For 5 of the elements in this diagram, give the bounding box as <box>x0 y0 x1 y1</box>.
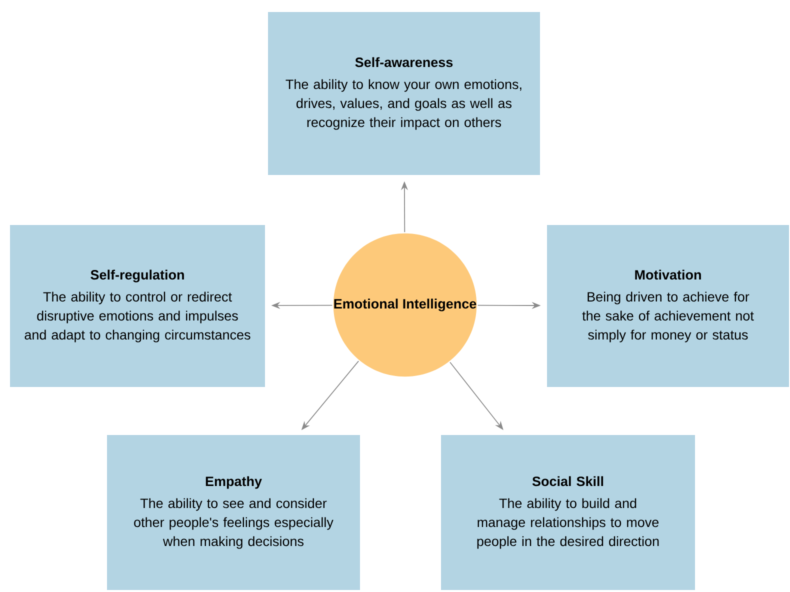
text-box: Social Skill The ability to build and manage relationships to move people in the desired direction <box>441 435 695 590</box>
text-box: Self-awareness The ability to know your own emotions, drives, values, and goals as well as recognize their impact on others <box>268 12 540 175</box>
text-box: Empathy The ability to see and consider other people's feelings especially when making decisions <box>107 435 360 590</box>
text-box: Motivation Being driven to achieve for the sake of achievement not simply for money or status <box>547 225 789 387</box>
text-box: Self-regulation The ability to control or redirect disruptive emotions and impulses and adapt to changing circumstances <box>10 225 265 387</box>
